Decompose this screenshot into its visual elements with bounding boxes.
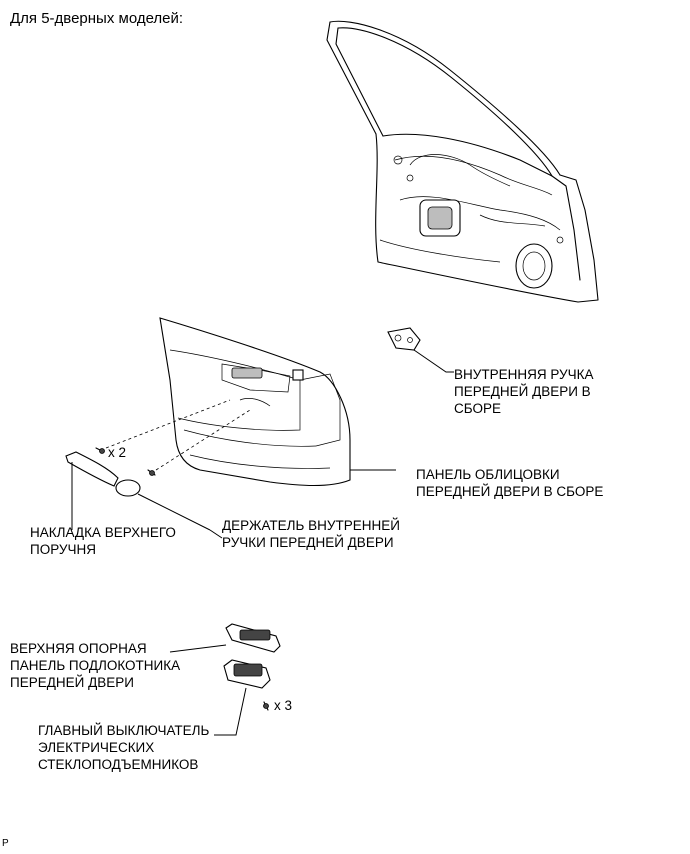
trim-panel-label: ПАНЕЛЬ ОБЛИЦОВКИ ПЕРЕДНЕЙ ДВЕРИ В СБОРЕ [416, 467, 604, 499]
corner-mark: P [2, 838, 9, 849]
power-window-switch-part [214, 659, 271, 736]
screw-count-panel: x 2 [108, 445, 127, 460]
inner-handle-label: ВНУТРЕННЯЯ РУЧКА ПЕРЕДНЕЙ ДВЕРИ В СБОРЕ [454, 367, 594, 416]
door-frame-illustration [326, 20, 599, 303]
door-trim-panel-part [159, 317, 351, 487]
armrest-cover-label: НАКЛАДКА ВЕРХНЕГО ПОРУЧНЯ [30, 525, 176, 557]
handle-bezel-part [115, 479, 211, 531]
armrest-base-part [169, 623, 281, 653]
handle-bezel-label: ДЕРЖАТЕЛЬ ВНУТРЕННЕЙ РУЧКИ ПЕРЕДНЕЙ ДВЕР… [222, 518, 400, 550]
armrest-cover-part [65, 451, 119, 530]
power-window-switch-label: ГЛАВНЫЙ ВЫКЛЮЧАТЕЛЬ ЭЛЕКТРИЧЕСКИХ СТЕКЛО… [38, 723, 210, 772]
screw-count-switch: x 3 [274, 698, 293, 713]
panel-screws [95, 399, 251, 476]
inner-handle-part [387, 327, 454, 373]
page-title: Для 5-дверных моделей: [10, 10, 184, 27]
bezel-leader-end [209, 529, 223, 539]
armrest-base-label: ВЕРХНЯЯ ОПОРНАЯ ПАНЕЛЬ ПОДЛОКОТНИКА ПЕРЕ… [10, 641, 181, 690]
